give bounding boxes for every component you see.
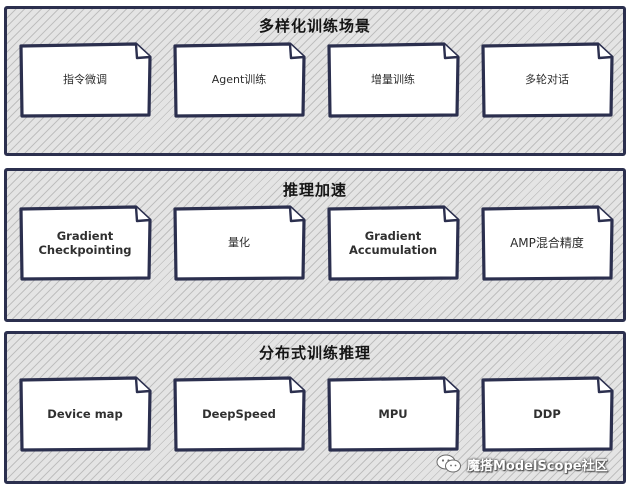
card-frame bbox=[19, 42, 152, 118]
card-label: 多轮对话 bbox=[525, 73, 569, 86]
card-frame bbox=[19, 205, 152, 281]
card-frame bbox=[481, 376, 614, 452]
card-label: Agent训练 bbox=[211, 73, 267, 86]
card-incremental-training: 增量训练 bbox=[326, 42, 460, 118]
card-frame bbox=[481, 205, 614, 281]
section-title: 推理加速 bbox=[282, 181, 347, 199]
card-deepspeed: DeepSpeed bbox=[172, 376, 306, 452]
section-title: 分布式训练推理 bbox=[258, 344, 371, 362]
card-gradient-accumulation: Gradient Accumulation bbox=[326, 205, 460, 281]
card-instruction-tuning: 指令微调 bbox=[18, 42, 152, 118]
wechat-icon bbox=[436, 454, 461, 473]
card-frame bbox=[173, 205, 306, 281]
card-label: Gradient Accumulation bbox=[348, 229, 438, 257]
card-frame bbox=[19, 376, 152, 452]
card-label: Gradient Checkpointing bbox=[38, 229, 132, 257]
card-frame bbox=[173, 42, 306, 118]
card-label: 增量训练 bbox=[371, 73, 415, 86]
card-mpu: MPU bbox=[326, 376, 460, 452]
card-frame bbox=[481, 42, 614, 118]
card-label: AMP混合精度 bbox=[510, 236, 584, 250]
card-frame bbox=[327, 205, 460, 281]
card-ddp: DDP bbox=[480, 376, 614, 452]
card-frame bbox=[327, 376, 460, 452]
card-label: DeepSpeed bbox=[202, 407, 276, 421]
card-frame bbox=[327, 42, 460, 118]
watermark-text: 魔搭ModelScope社区 bbox=[467, 458, 608, 474]
card-label: 量化 bbox=[228, 236, 250, 249]
card-label: Device map bbox=[47, 407, 123, 421]
card-label: DDP bbox=[533, 407, 561, 421]
card-quantization: 量化 bbox=[172, 205, 306, 281]
card-device-map: Device map bbox=[18, 376, 152, 452]
section-title: 多样化训练场景 bbox=[258, 17, 371, 35]
watermark: 魔搭ModelScope社区 bbox=[436, 453, 608, 475]
card-agent-training: Agent训练 bbox=[172, 42, 306, 118]
card-multi-turn-dialogue: 多轮对话 bbox=[480, 42, 614, 118]
card-gradient-checkpointing: Gradient Checkpointing bbox=[18, 205, 152, 281]
card-label: MPU bbox=[378, 407, 408, 421]
card-amp-mixed-precision: AMP混合精度 bbox=[480, 205, 614, 281]
card-label: 指令微调 bbox=[63, 73, 107, 86]
card-frame bbox=[173, 376, 306, 452]
